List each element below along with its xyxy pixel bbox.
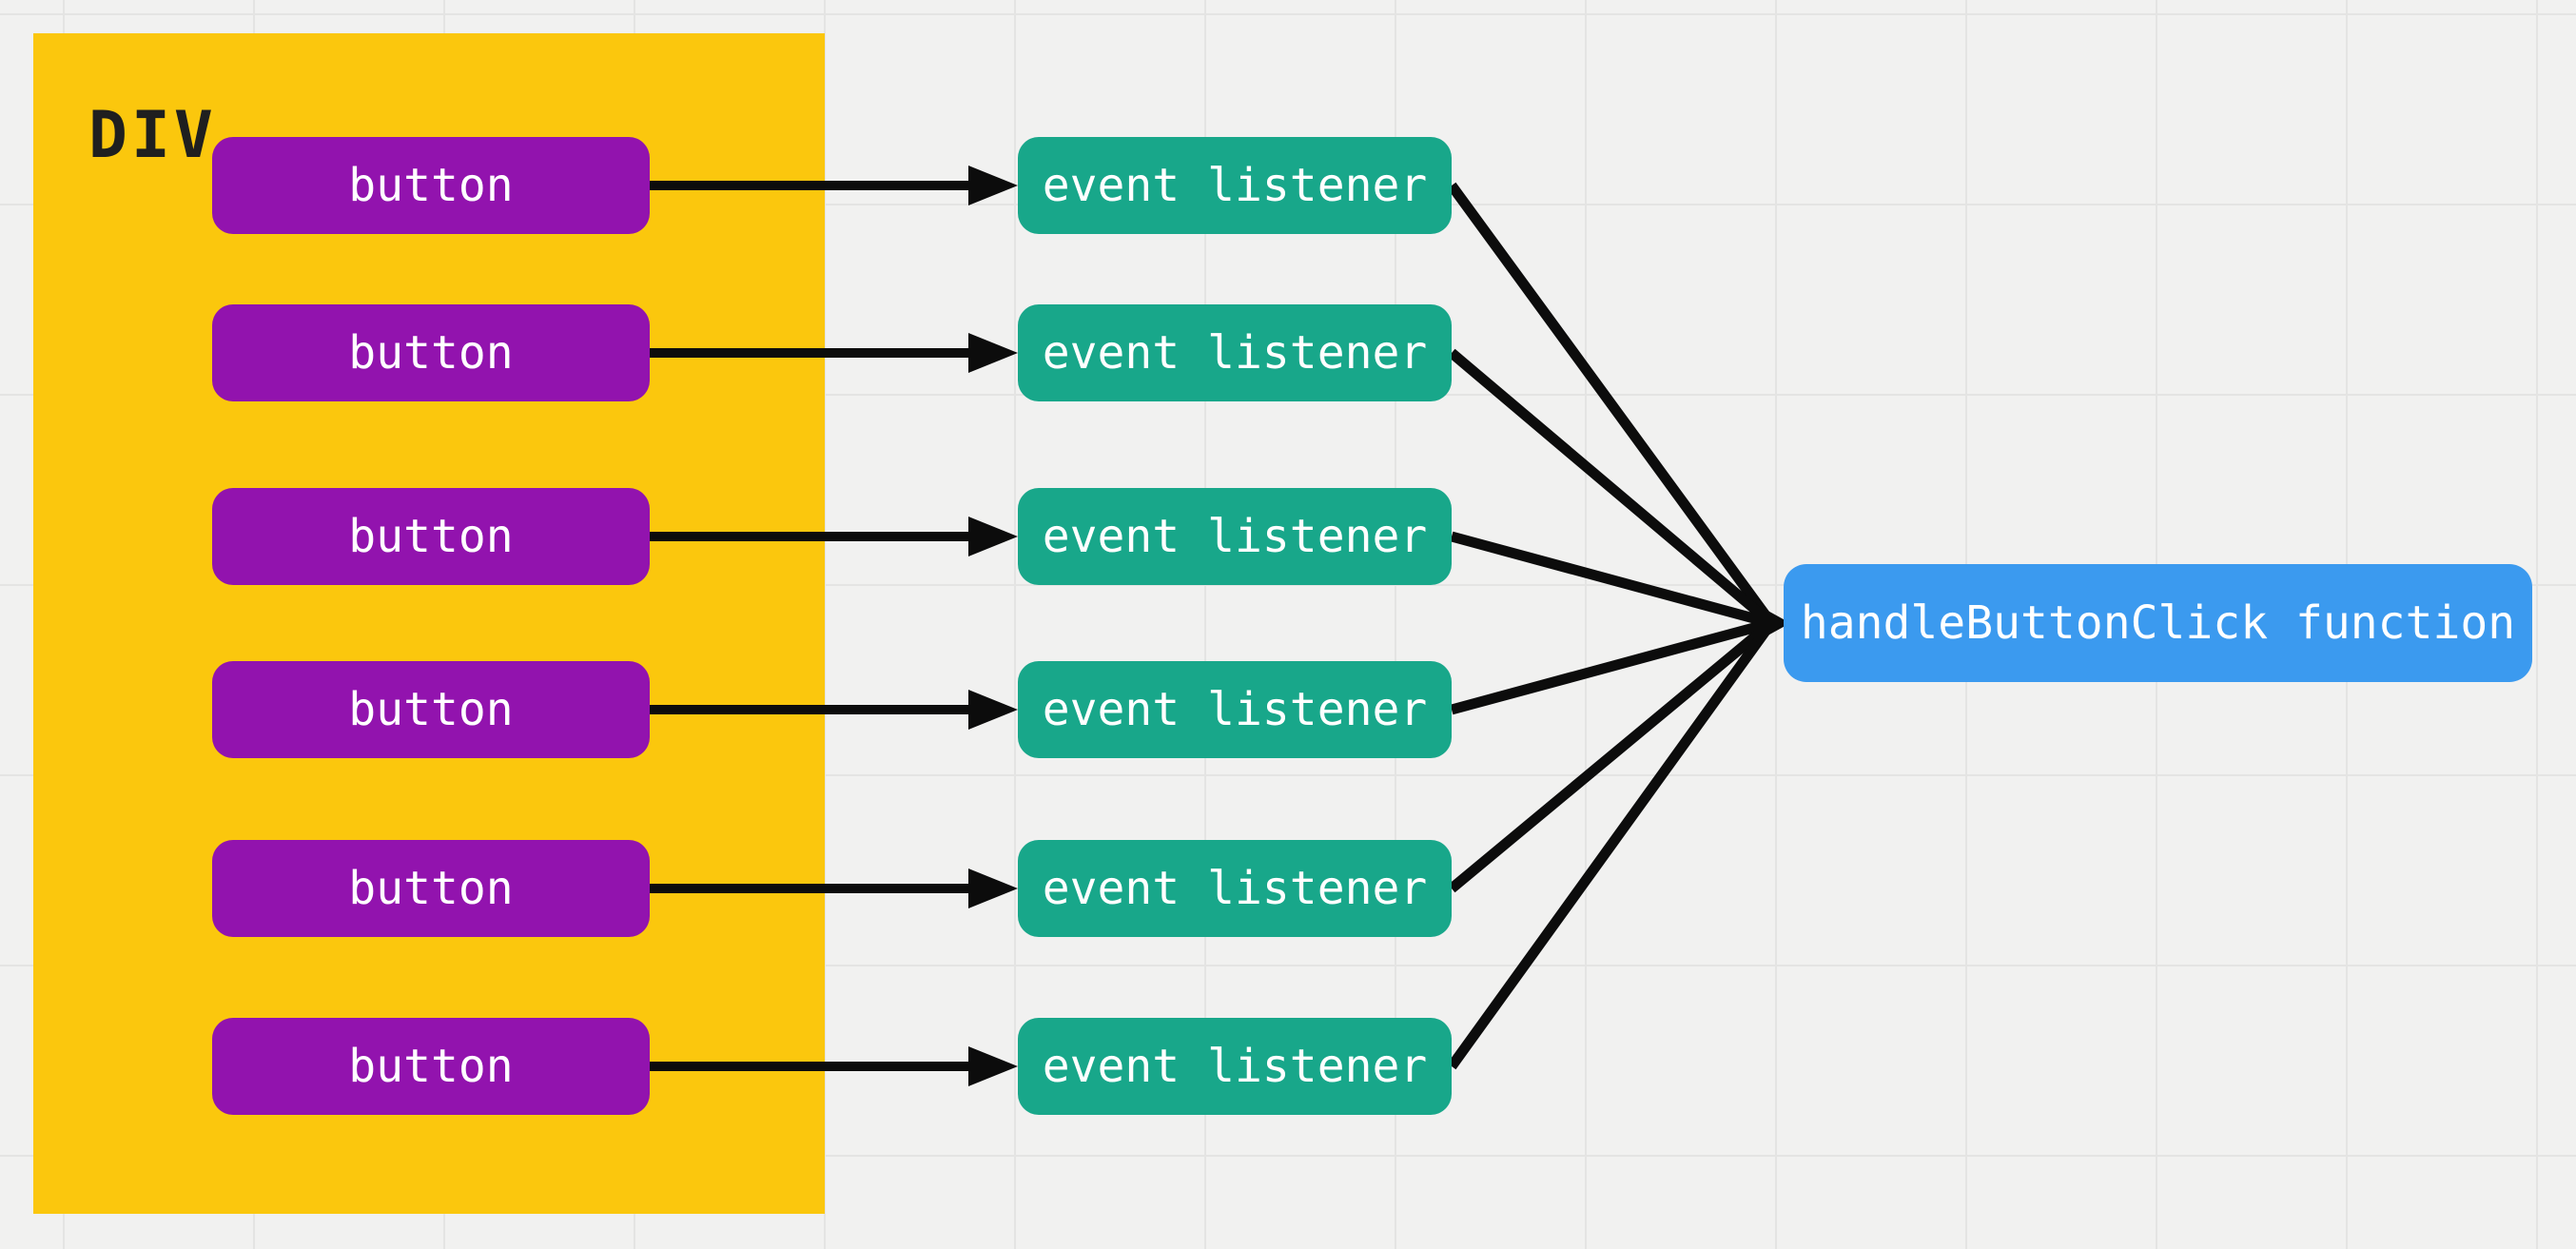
row-connector-4 (650, 617, 1773, 730)
arrowhead-icon (1754, 603, 1790, 643)
arrowhead-icon (968, 690, 1018, 730)
button-node: button (212, 304, 650, 401)
listener-to-handler-line (1448, 618, 1775, 893)
listener-to-handler-line (1450, 617, 1773, 715)
handler-function-node: handleButtonClick function (1784, 564, 2532, 682)
button-node: button (212, 488, 650, 585)
button-node: button (212, 137, 650, 234)
button-node: button (212, 840, 650, 937)
row-connector-3 (650, 517, 1773, 629)
arrowhead-icon (968, 1046, 1018, 1086)
event-listener-node: event listener (1018, 1018, 1452, 1115)
event-listener-node: event listener (1018, 661, 1452, 758)
row-connector-5 (650, 618, 1775, 908)
event-listener-node: event listener (1018, 137, 1452, 234)
event-listener-node: event listener (1018, 488, 1452, 585)
listener-to-handler-line (1448, 348, 1775, 628)
listener-to-handler-line (1447, 619, 1776, 1070)
button-node: button (212, 1018, 650, 1115)
listener-to-handler-line (1447, 182, 1776, 627)
arrowhead-icon (968, 333, 1018, 373)
listener-to-handler-line (1450, 531, 1773, 629)
row-connector-6 (650, 619, 1776, 1086)
div-container-label: DIV (88, 98, 217, 173)
row-connector-1 (650, 166, 1776, 627)
arrowhead-icon (968, 166, 1018, 205)
event-listener-node: event listener (1018, 840, 1452, 937)
event-listener-node: event listener (1018, 304, 1452, 401)
row-connector-2 (650, 333, 1775, 628)
arrowhead-icon (968, 517, 1018, 556)
button-node: button (212, 661, 650, 758)
arrowhead-icon (968, 868, 1018, 908)
